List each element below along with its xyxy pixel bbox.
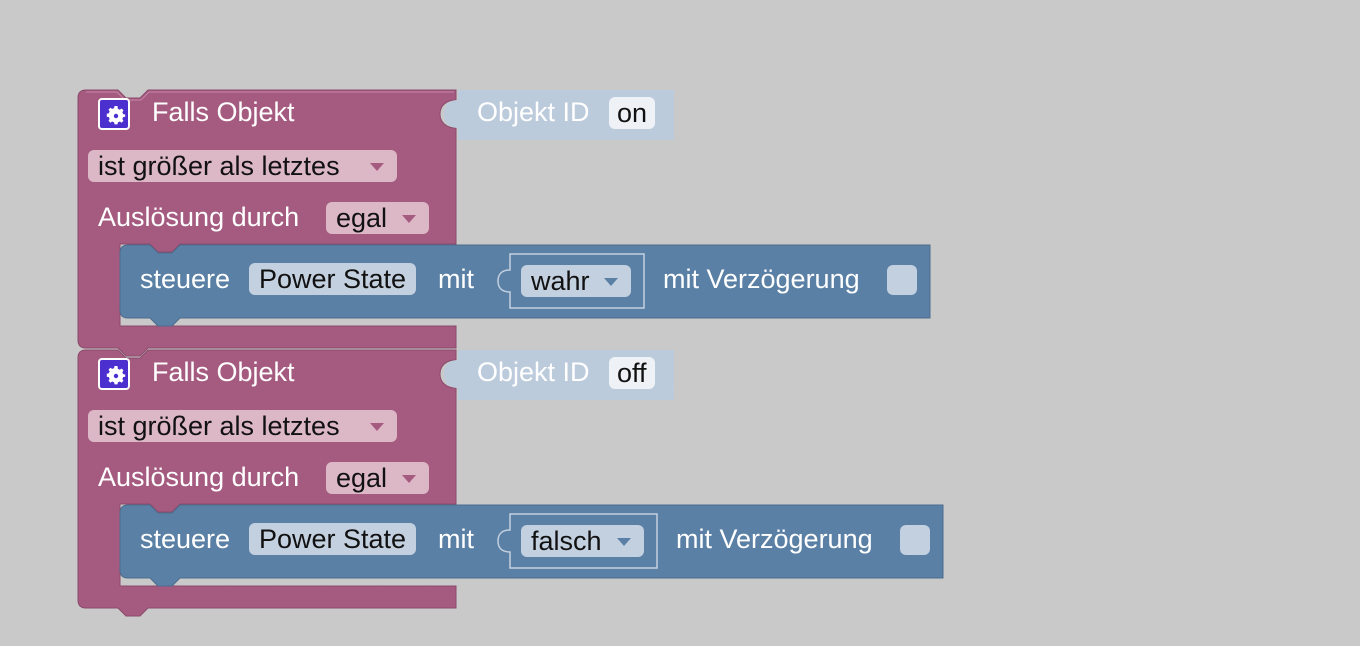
with-label-1: mit bbox=[438, 264, 474, 294]
gear-icon[interactable] bbox=[98, 358, 130, 390]
condition-dropdown-1-label: ist größer als letztes bbox=[98, 151, 340, 181]
condition-dropdown-2[interactable]: ist größer als letztes bbox=[88, 410, 397, 442]
object-id-label-2: Objekt ID bbox=[477, 357, 590, 387]
trigger-by-dropdown-1-label: egal bbox=[336, 203, 388, 233]
value-dropdown-1[interactable]: wahr bbox=[521, 265, 631, 297]
control-label-2: steuere bbox=[140, 524, 231, 554]
value-dropdown-2-label: falsch bbox=[531, 526, 602, 556]
condition-dropdown-1[interactable]: ist größer als letztes bbox=[88, 150, 397, 182]
condition-dropdown-2-label: ist größer als letztes bbox=[98, 411, 340, 441]
chevron-down-icon bbox=[402, 475, 416, 483]
value-dropdown-2[interactable]: falsch bbox=[521, 525, 644, 557]
chevron-down-icon bbox=[370, 423, 384, 431]
chevron-down-icon bbox=[370, 163, 384, 171]
trigger-by-label-2: Auslösung durch bbox=[98, 462, 300, 492]
delay-checkbox-2[interactable] bbox=[900, 525, 930, 555]
trigger-label-2: Falls Objekt bbox=[152, 357, 295, 387]
delay-checkbox-1[interactable] bbox=[887, 265, 917, 295]
trigger-by-label-1: Auslösung durch bbox=[98, 202, 300, 232]
trigger-by-dropdown-2[interactable]: egal bbox=[326, 462, 429, 494]
control-label-1: steuere bbox=[140, 264, 231, 294]
value-dropdown-1-label: wahr bbox=[531, 266, 590, 296]
control-target-2[interactable]: Power State bbox=[249, 523, 417, 555]
chevron-down-icon bbox=[604, 278, 618, 286]
chevron-down-icon bbox=[617, 538, 631, 546]
delay-label-1: mit Verzögerung bbox=[663, 264, 860, 294]
trigger-by-dropdown-2-label: egal bbox=[336, 463, 388, 493]
gear-icon[interactable] bbox=[98, 98, 130, 130]
object-id-label-1: Objekt ID bbox=[477, 97, 590, 127]
object-id-value-1[interactable]: on bbox=[609, 97, 656, 129]
trigger-by-dropdown-1[interactable]: egal bbox=[326, 202, 429, 234]
delay-label-2: mit Verzögerung bbox=[676, 524, 873, 554]
chevron-down-icon bbox=[402, 215, 416, 223]
with-label-2: mit bbox=[438, 524, 474, 554]
trigger-label-1: Falls Objekt bbox=[152, 97, 295, 127]
control-target-1[interactable]: Power State bbox=[249, 263, 417, 295]
object-id-value-2[interactable]: off bbox=[609, 357, 655, 389]
